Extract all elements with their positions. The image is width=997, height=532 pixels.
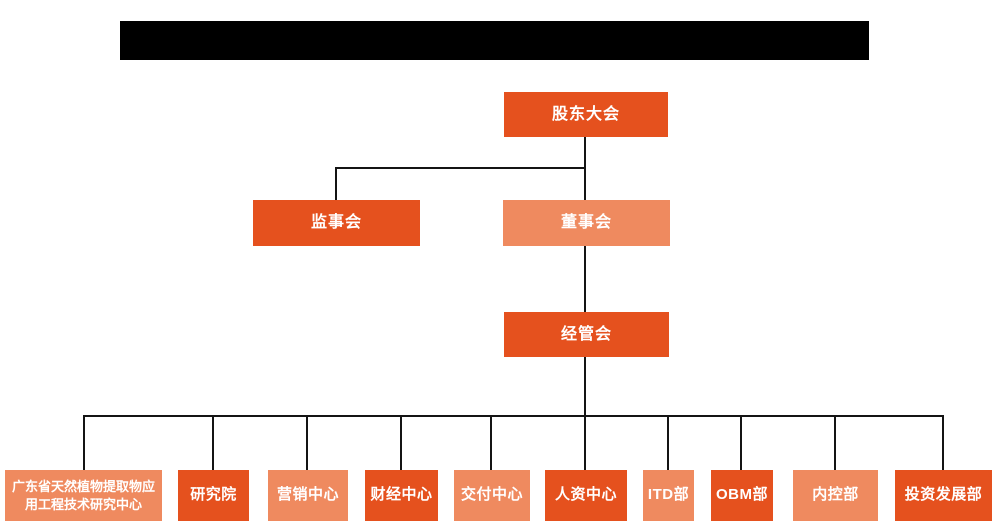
connector-board-to-management: [584, 246, 586, 312]
connector-drop-marketing: [306, 415, 308, 470]
connector-drop-obm: [740, 415, 742, 470]
connector-drop-delivery: [490, 415, 492, 470]
connector-management-trunk: [584, 357, 586, 470]
redacted-title-bar: [120, 21, 869, 60]
org-node-delivery-center: 交付中心: [454, 470, 530, 521]
connector-drop-internal-control: [834, 415, 836, 470]
connector-drop-research-institute: [212, 415, 214, 470]
org-node-hr-center: 人资中心: [545, 470, 627, 521]
org-node-supervisory-board: 监事会: [253, 200, 420, 246]
connector-drop-investment: [942, 415, 944, 470]
org-node-board-of-directors: 董事会: [503, 200, 670, 246]
connector-level4-branch: [83, 415, 944, 417]
org-node-itd-department: ITD部: [643, 470, 694, 521]
connector-drop-finance: [400, 415, 402, 470]
connector-level2-branch: [336, 167, 586, 169]
org-node-internal-control-department: 内控部: [793, 470, 878, 521]
org-node-obm-department: OBM部: [711, 470, 773, 521]
connector-supervisory-drop: [335, 167, 337, 200]
connector-drop-itd: [667, 415, 669, 470]
org-node-shareholders-meeting: 股东大会: [504, 92, 668, 137]
org-node-research-institute: 研究院: [178, 470, 249, 521]
org-node-guangdong-research-center: 广东省天然植物提取物应用工程技术研究中心: [5, 470, 162, 521]
org-node-marketing-center: 营销中心: [268, 470, 348, 521]
org-node-investment-development-department: 投资发展部: [895, 470, 992, 521]
org-node-management-committee: 经管会: [504, 312, 669, 357]
org-node-finance-center: 财经中心: [365, 470, 438, 521]
connector-drop-research-center: [83, 415, 85, 470]
